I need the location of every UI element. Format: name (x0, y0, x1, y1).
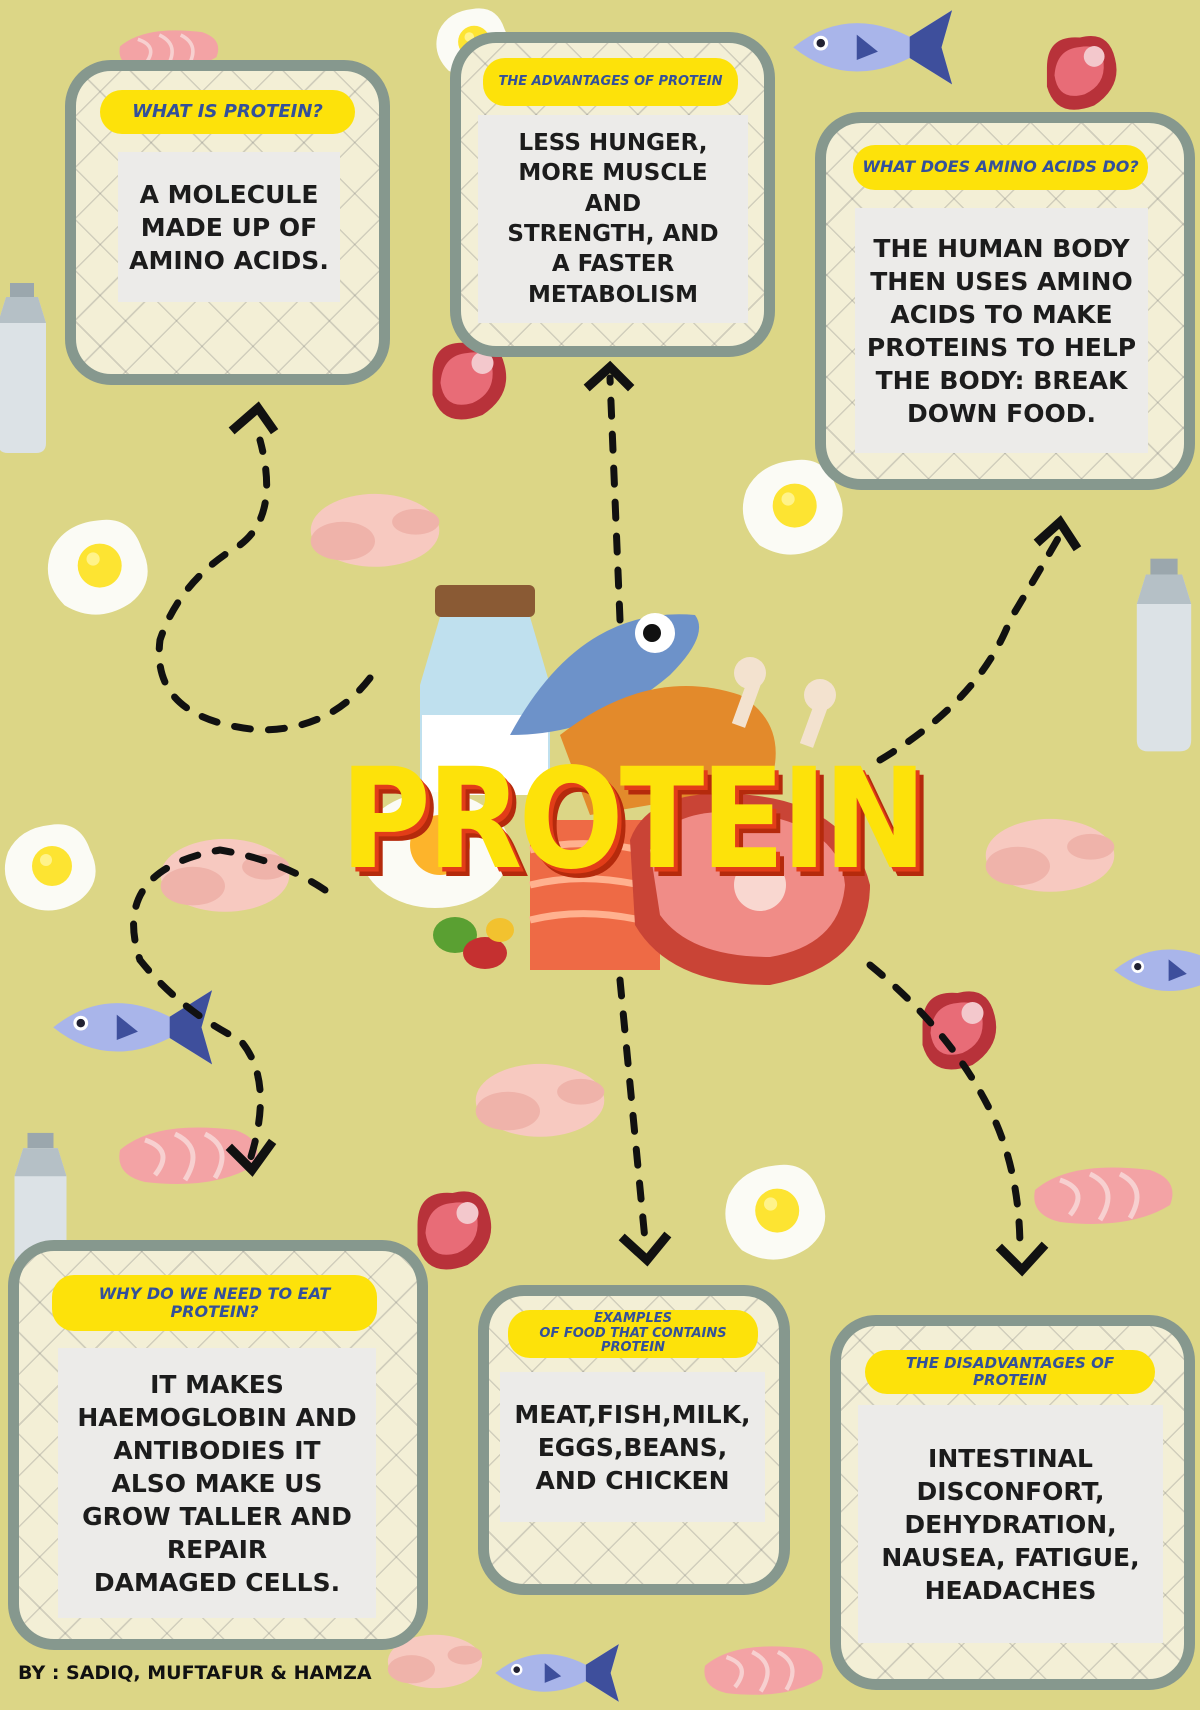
card-label: WHAT DOES AMINO ACIDS DO? (853, 145, 1148, 190)
card-body-text: THE HUMAN BODY THEN USES AMINO ACIDS TO … (855, 208, 1148, 453)
card-body-text: INTESTINAL DISCONFORT, DEHYDRATION, NAUS… (858, 1405, 1163, 1643)
card-label: WHY DO WE NEED TO EAT PROTEIN? (52, 1275, 377, 1331)
card-body-text: LESS HUNGER, MORE MUSCLE AND STRENGTH, A… (478, 115, 748, 323)
card-label: THE DISADVANTAGES OF PROTEIN (865, 1350, 1155, 1394)
card-body-text: MEAT,FISH,MILK, EGGS,BEANS, AND CHICKEN (500, 1372, 765, 1522)
central-food-group-illustration (360, 585, 870, 985)
card-label: WHAT IS PROTEIN? (100, 90, 355, 134)
card-label: THE ADVANTAGES OF PROTEIN (483, 58, 738, 106)
credits-text: BY : SADIQ, MUFTAFUR & HAMZA (18, 1662, 372, 1684)
card-body-text: IT MAKES HAEMOGLOBIN AND ANTIBODIES IT A… (58, 1348, 376, 1618)
page-title: PROTEIN (340, 739, 927, 901)
card-body-text: A MOLECULE MADE UP OF AMINO ACIDS. (118, 152, 340, 302)
card-label: EXAMPLES OF FOOD THAT CONTAINS PROTEIN (508, 1310, 758, 1358)
